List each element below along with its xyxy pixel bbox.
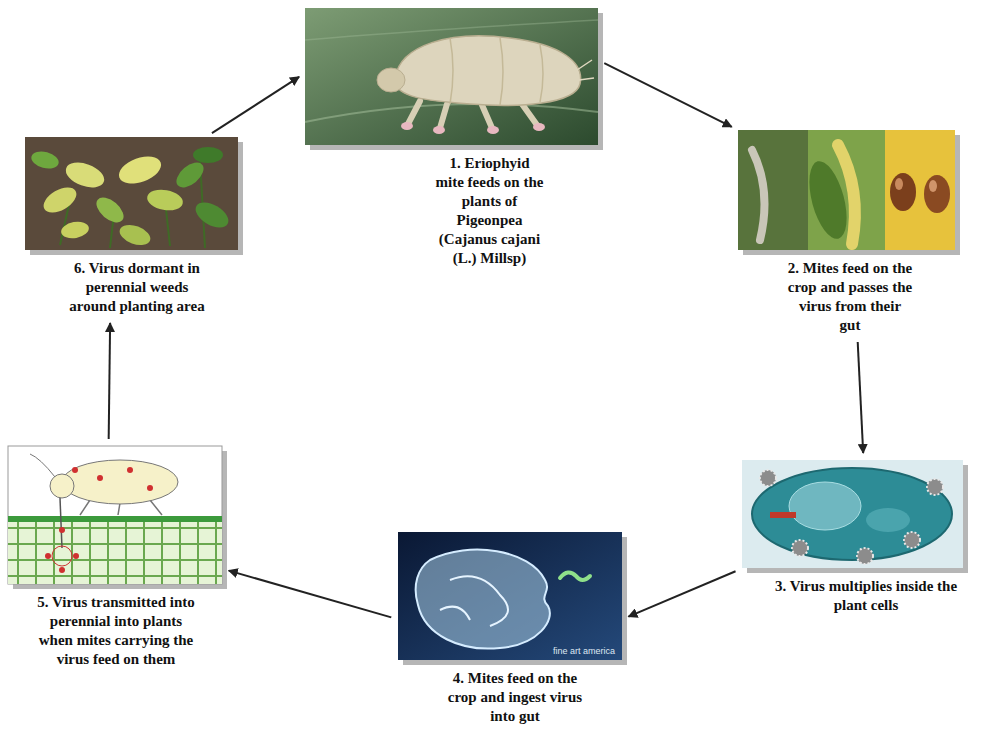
- leaf-background: [305, 8, 598, 145]
- cell-nucleus: [789, 482, 861, 530]
- cycle-arrow: [109, 323, 110, 439]
- virus-particle: [857, 548, 873, 564]
- caterpillar: [752, 150, 765, 240]
- cell-background: [742, 460, 963, 568]
- stage-caption: 2. Mites feed on the crop and passes the…: [785, 259, 915, 335]
- virus-particle: [792, 540, 808, 556]
- mite-foot: [401, 122, 413, 130]
- leaf-surface: [8, 516, 222, 522]
- leaf: [29, 149, 60, 172]
- mite-body: [395, 36, 581, 106]
- leaf: [115, 151, 165, 189]
- stage-node: 2. Mites feed on the crop and passes the…: [738, 130, 955, 335]
- feeding-site: [52, 546, 72, 566]
- diagram-background: [8, 446, 222, 584]
- virus-dot: [59, 567, 65, 573]
- plant-cell: [752, 468, 952, 560]
- mite-foot: [433, 126, 445, 134]
- organelle: [866, 508, 910, 532]
- leaf: [191, 197, 232, 232]
- image-frame: [305, 8, 598, 145]
- leaf-vein: [305, 20, 598, 40]
- leaf: [39, 182, 80, 217]
- mite-leg: [440, 104, 447, 128]
- leaf: [117, 221, 153, 249]
- image-frame: [742, 460, 963, 568]
- leaf: [92, 193, 128, 227]
- cycle-arrow: [628, 571, 735, 616]
- virus-rna: [770, 512, 796, 518]
- seed: [924, 175, 950, 213]
- soil-background: [25, 137, 238, 250]
- stage-node: 6. Virus dormant in perennial weeds arou…: [25, 137, 238, 316]
- mite-foot: [533, 123, 545, 131]
- mite-foot: [487, 126, 499, 134]
- dark-background: [398, 532, 622, 660]
- stage-caption: 3. Virus multiplies inside the plant cel…: [771, 577, 961, 615]
- virus-particle: [760, 470, 776, 486]
- virus-particle: [560, 572, 590, 580]
- stage-caption: 6. Virus dormant in perennial weeds arou…: [62, 259, 212, 316]
- leaf: [193, 147, 223, 163]
- cycle-arrow: [229, 571, 392, 618]
- stage-caption: 1. Eriophyid mite feeds on the plants of…: [432, 154, 547, 268]
- watermark: fine art america: [553, 646, 615, 657]
- stage-caption: 5. Virus transmitted into perennial into…: [30, 593, 202, 669]
- caterpillar: [838, 145, 855, 244]
- leaf: [172, 158, 208, 192]
- stage-node: 1. Eriophyid mite feeds on the plants of…: [305, 8, 598, 268]
- mite-leg: [408, 101, 420, 124]
- image-frame: [738, 130, 955, 250]
- image-frame: [8, 446, 222, 584]
- mite-head: [377, 68, 405, 92]
- stage-caption: 4. Mites feed on the crop and ingest vir…: [435, 669, 595, 726]
- photo-panel: [738, 130, 808, 250]
- stage-node: 3. Virus multiplies inside the plant cel…: [742, 460, 963, 615]
- stage-node: 4. Mites feed on the crop and ingest vir…: [398, 532, 622, 726]
- insect-head: [50, 474, 74, 498]
- virus-dot: [45, 553, 51, 559]
- seed-highlight: [895, 178, 903, 190]
- cell-fold: [440, 576, 508, 626]
- virus-particle: [904, 532, 920, 548]
- stage-node: 5. Virus transmitted into perennial into…: [8, 446, 222, 669]
- cycle-arrow: [858, 342, 864, 453]
- leaf: [60, 220, 90, 241]
- mite-leg: [522, 104, 537, 125]
- virus-dot: [73, 553, 79, 559]
- image-frame: [25, 137, 238, 250]
- leaf-vein: [305, 104, 598, 122]
- gut-cell: [416, 550, 550, 649]
- insect-body: [62, 460, 178, 504]
- virus-dot: [97, 475, 103, 481]
- insect-antenna: [30, 454, 55, 477]
- cycle-arrow: [212, 77, 299, 133]
- seed-highlight: [929, 180, 937, 192]
- virus-dot: [59, 527, 65, 533]
- insect-stylet: [60, 498, 62, 548]
- cycle-arrow: [604, 63, 731, 127]
- leaf: [62, 158, 107, 192]
- photo-panel: [885, 130, 955, 250]
- mite-segment: [450, 38, 543, 105]
- leaf: [146, 187, 185, 213]
- virus-dot: [127, 467, 133, 473]
- mite-leg: [482, 105, 492, 128]
- virus-particle: [927, 479, 943, 495]
- seed: [890, 173, 916, 211]
- virus-dot: [72, 467, 78, 473]
- mite-hair: [577, 60, 594, 80]
- virus-dot: [147, 485, 153, 491]
- image-frame: [398, 532, 622, 660]
- leaf-cells: [8, 522, 222, 584]
